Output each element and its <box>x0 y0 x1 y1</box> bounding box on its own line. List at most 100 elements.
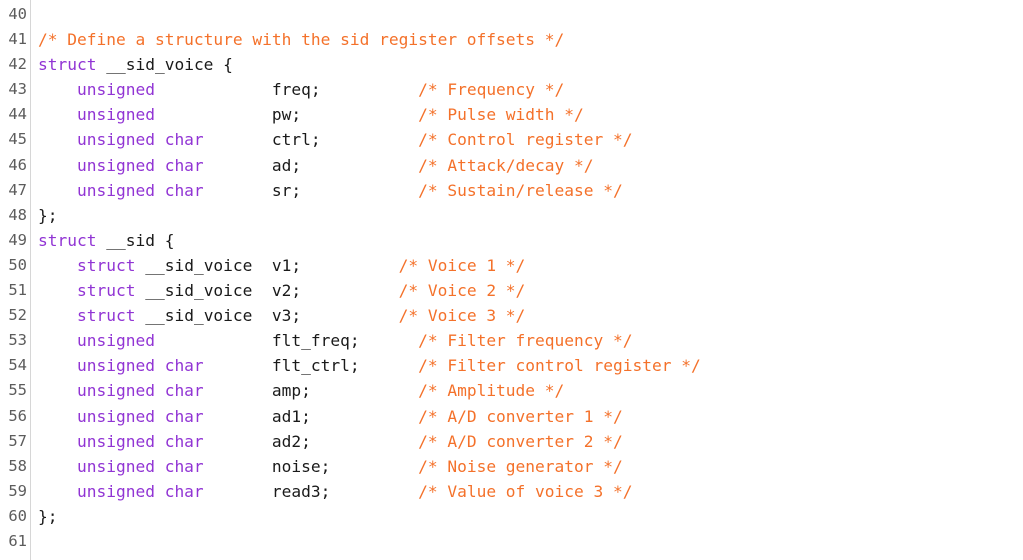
code-line[interactable] <box>38 529 1023 554</box>
token-plain: __sid_voice v2; <box>135 281 399 301</box>
token-plain: __sid_voice { <box>96 55 233 75</box>
token-plain <box>38 306 77 325</box>
token-plain: }; <box>38 205 58 225</box>
code-line[interactable]: unsigned char ad; /* Attack/decay */ <box>38 153 1023 178</box>
token-plain: sr; <box>203 180 419 200</box>
token-kw: unsigned char <box>76 381 204 401</box>
token-kw: unsigned char <box>76 130 204 150</box>
line-number: 46 <box>8 155 27 174</box>
token-plain <box>38 331 77 350</box>
token-plain <box>38 381 77 400</box>
code-line[interactable]: unsigned flt_freq; /* Filter frequency *… <box>38 328 1023 353</box>
code-line[interactable]: unsigned char flt_ctrl; /* Filter contro… <box>38 353 1023 378</box>
token-comment: /* Frequency */ <box>418 80 565 100</box>
token-plain <box>38 80 77 99</box>
token-kw: unsigned <box>76 105 155 125</box>
token-plain: __sid { <box>96 230 175 250</box>
line-number: 49 <box>8 230 27 249</box>
token-plain: }; <box>38 506 58 526</box>
token-plain <box>38 281 77 300</box>
token-comment: /* Voice 3 */ <box>398 306 526 326</box>
token-comment: /* A/D converter 1 */ <box>418 406 623 426</box>
token-plain: read3; <box>203 481 419 501</box>
line-number: 40 <box>8 5 27 23</box>
code-line[interactable]: }; <box>38 504 1023 529</box>
code-line[interactable]: struct __sid_voice v2; /* Voice 2 */ <box>38 278 1023 303</box>
token-plain: __sid_voice v3; <box>135 306 399 326</box>
token-plain: amp; <box>203 381 419 401</box>
line-number: 53 <box>8 331 27 350</box>
code-line[interactable]: unsigned char sr; /* Sustain/release */ <box>38 178 1023 203</box>
token-comment: /* Define a structure with the sid regis… <box>38 30 565 50</box>
token-comment: /* Noise generator */ <box>418 456 623 476</box>
token-kw: unsigned char <box>76 356 204 376</box>
token-plain: __sid_voice v1; <box>135 255 399 275</box>
token-kw: struct <box>76 255 136 275</box>
line-number: 56 <box>8 406 27 425</box>
code-line[interactable]: unsigned char noise; /* Noise generator … <box>38 454 1023 479</box>
code-line[interactable]: unsigned freq; /* Frequency */ <box>38 77 1023 102</box>
token-plain <box>38 356 77 375</box>
token-plain <box>38 407 77 426</box>
token-comment: /* A/D converter 2 */ <box>418 431 623 451</box>
code-line[interactable]: unsigned char ctrl; /* Control register … <box>38 127 1023 152</box>
token-kw: unsigned <box>76 331 155 351</box>
line-number: 61 <box>8 531 27 550</box>
token-plain: ad2; <box>203 431 419 451</box>
code-line[interactable]: struct __sid_voice v1; /* Voice 1 */ <box>38 253 1023 278</box>
line-number: 57 <box>8 431 27 450</box>
line-number: 48 <box>8 205 27 224</box>
line-number: 51 <box>8 281 27 300</box>
token-comment: /* Pulse width */ <box>418 105 584 125</box>
token-comment: /* Filter control register */ <box>418 356 701 376</box>
line-number: 58 <box>8 456 27 475</box>
token-comment: /* Attack/decay */ <box>418 155 594 175</box>
token-kw: struct <box>76 281 136 301</box>
token-plain <box>38 432 77 451</box>
line-number: 60 <box>8 506 27 525</box>
token-kw: unsigned char <box>76 456 204 476</box>
code-line[interactable]: struct __sid_voice v3; /* Voice 3 */ <box>38 303 1023 328</box>
line-number: 47 <box>8 180 27 199</box>
token-plain: noise; <box>203 456 419 476</box>
token-kw: struct <box>76 306 136 326</box>
token-kw: unsigned char <box>76 431 204 451</box>
line-number: 50 <box>8 255 27 274</box>
code-line[interactable]: }; <box>38 203 1023 228</box>
token-plain: ad; <box>203 155 419 175</box>
line-number: 54 <box>8 356 27 375</box>
token-comment: /* Voice 2 */ <box>398 281 526 301</box>
token-kw: unsigned <box>76 80 155 100</box>
code-line[interactable]: /* Define a structure with the sid regis… <box>38 27 1023 52</box>
code-line[interactable]: unsigned char ad2; /* A/D converter 2 */ <box>38 429 1023 454</box>
code-line[interactable]: unsigned char ad1; /* A/D converter 1 */ <box>38 404 1023 429</box>
token-comment: /* Value of voice 3 */ <box>418 481 633 501</box>
token-comment: /* Control register */ <box>418 130 633 150</box>
token-kw: unsigned char <box>76 406 204 426</box>
line-number: 43 <box>8 80 27 99</box>
token-kw: unsigned char <box>76 155 204 175</box>
code-line[interactable]: unsigned char read3; /* Value of voice 3… <box>38 479 1023 504</box>
token-comment: /* Voice 1 */ <box>398 255 526 275</box>
code-line[interactable]: unsigned char amp; /* Amplitude */ <box>38 378 1023 403</box>
line-number: 42 <box>8 55 27 74</box>
line-number: 41 <box>8 30 27 49</box>
token-kw: struct <box>38 230 97 250</box>
line-number: 52 <box>8 306 27 325</box>
token-comment: /* Amplitude */ <box>418 381 565 401</box>
token-plain: ctrl; <box>203 130 419 150</box>
line-number: 55 <box>8 381 27 400</box>
token-plain <box>38 105 77 124</box>
token-kw: unsigned char <box>76 481 204 501</box>
token-plain <box>38 256 77 275</box>
code-line[interactable]: struct __sid_voice { <box>38 52 1023 77</box>
code-line[interactable]: struct __sid { <box>38 228 1023 253</box>
code-content-area[interactable]: /* Define a structure with the sid regis… <box>31 0 1023 560</box>
token-plain: flt_ctrl; <box>203 356 419 376</box>
code-line[interactable] <box>38 2 1023 27</box>
token-kw: unsigned char <box>76 180 204 200</box>
code-line[interactable]: unsigned pw; /* Pulse width */ <box>38 102 1023 127</box>
token-plain <box>38 457 77 476</box>
